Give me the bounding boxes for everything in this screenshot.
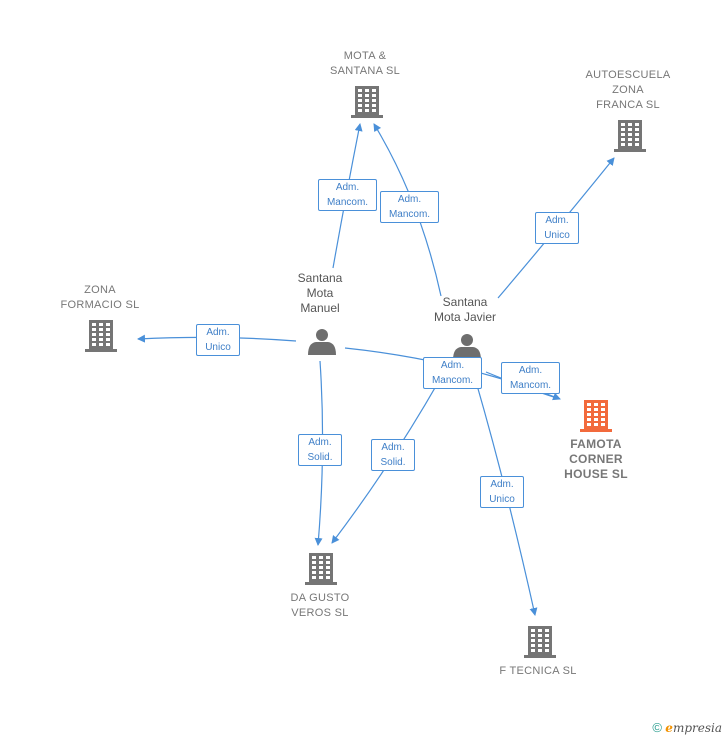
- building-icon-zona-formacio[interactable]: [85, 320, 117, 352]
- building-icon-da-gusto[interactable]: [305, 553, 337, 585]
- person-icon-javier: [453, 334, 481, 360]
- company-label-autoescuela[interactable]: AUTOESCUELA ZONA FRANCA SL: [585, 69, 671, 111]
- relation-label-javier-dagusto: Adm. Solid.: [371, 439, 415, 471]
- brand-logo: empresia: [665, 721, 722, 735]
- company-label-famota[interactable]: FAMOTA CORNER HOUSE SL: [564, 437, 628, 481]
- person-label-javier[interactable]: Santana Mota Javier: [433, 295, 497, 324]
- building-icon-mota-santana[interactable]: [351, 86, 383, 118]
- company-label-da-gusto[interactable]: DA GUSTO VEROS SL: [290, 592, 350, 619]
- company-label-zona-formacio[interactable]: ZONA FORMACIO SL: [60, 284, 140, 311]
- person-label-manuel[interactable]: Santana Mota Manuel: [297, 271, 343, 315]
- company-label-mota-santana[interactable]: MOTA & SANTANA SL: [329, 50, 401, 77]
- relation-label-javier-famota: Adm. Mancom.: [501, 362, 560, 394]
- relation-label-javier-autoescuela: Adm. Unico: [535, 212, 579, 244]
- building-icon-famota[interactable]: [580, 400, 612, 432]
- relation-label-manuel-famota: Adm. Mancom.: [423, 357, 482, 389]
- building-icon-f-tecnica[interactable]: [524, 626, 556, 658]
- relation-label-javier-mota: Adm. Mancom.: [380, 191, 439, 223]
- relation-label-manuel-dagusto: Adm. Solid.: [298, 434, 342, 466]
- relation-label-manuel-mota: Adm. Mancom.: [318, 179, 377, 211]
- relation-label-javier-ftecnica: Adm. Unico: [480, 476, 524, 508]
- footer-brand: © empresia: [652, 720, 722, 735]
- copyright-icon: ©: [652, 720, 662, 735]
- relation-label-manuel-zona: Adm. Unico: [196, 324, 240, 356]
- person-icon-manuel: [308, 329, 336, 355]
- building-icon-autoescuela[interactable]: [614, 120, 646, 152]
- company-label-f-tecnica[interactable]: F TECNICA SL: [499, 665, 577, 677]
